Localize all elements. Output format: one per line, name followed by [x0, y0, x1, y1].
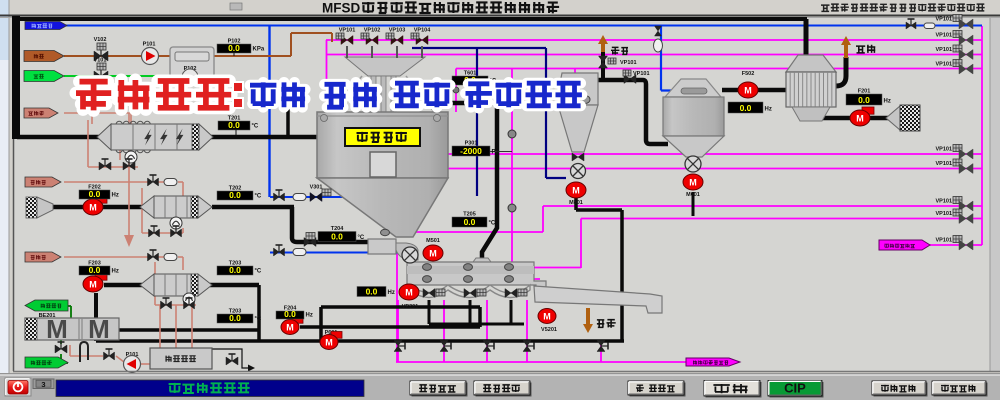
svg-text:VP101: VP101	[935, 33, 952, 39]
svg-text:P301: P301	[465, 141, 478, 147]
svg-text:M: M	[429, 249, 437, 259]
svg-text:M: M	[89, 280, 97, 290]
svg-text:T204: T204	[331, 226, 344, 232]
svg-text:V101: V101	[94, 58, 107, 64]
svg-text:M: M	[856, 114, 864, 124]
svg-text:0.0: 0.0	[740, 103, 752, 113]
svg-text:°C: °C	[489, 221, 496, 227]
svg-text:M: M	[689, 178, 697, 188]
svg-text:0.0: 0.0	[228, 43, 240, 53]
svg-text:Hz: Hz	[112, 269, 119, 275]
svg-text:0.0: 0.0	[858, 95, 870, 105]
svg-text:T201: T201	[228, 116, 241, 122]
svg-text:P102: P102	[228, 39, 241, 45]
svg-text:VP103: VP103	[389, 28, 406, 34]
svg-text:°C: °C	[358, 235, 365, 241]
svg-text:CIP: CIP	[784, 380, 806, 395]
svg-text:°C: °C	[255, 269, 262, 275]
svg-text:VP101: VP101	[339, 28, 356, 34]
svg-text:M801: M801	[569, 200, 583, 206]
svg-text:VP201: VP201	[402, 304, 419, 310]
svg-text:V301: V301	[310, 185, 323, 191]
svg-text:0.0: 0.0	[89, 265, 101, 275]
svg-text:M: M	[405, 288, 413, 298]
svg-text:F204: F204	[284, 306, 297, 312]
svg-text:Hz: Hz	[388, 290, 395, 296]
svg-text:VP101: VP101	[935, 147, 952, 153]
svg-text:F201: F201	[858, 89, 871, 95]
svg-text:Hz: Hz	[306, 313, 313, 319]
svg-text:T205: T205	[463, 212, 476, 218]
svg-text:Hz: Hz	[765, 107, 772, 113]
svg-text:MFSD: MFSD	[322, 1, 360, 16]
svg-text:M: M	[744, 86, 752, 96]
svg-text:M: M	[325, 338, 333, 348]
svg-text:0.0: 0.0	[366, 287, 378, 297]
svg-text:VP101: VP101	[935, 211, 952, 217]
svg-text:0.0: 0.0	[229, 190, 241, 200]
svg-text:VP101: VP101	[620, 60, 637, 66]
svg-text:0.0: 0.0	[228, 120, 240, 130]
svg-text:V102: V102	[94, 37, 107, 43]
svg-text:Hz: Hz	[112, 193, 119, 199]
svg-text:F203: F203	[88, 261, 101, 267]
svg-text:0.0: 0.0	[229, 313, 241, 323]
svg-text:VP102: VP102	[364, 28, 381, 34]
svg-text:VP101: VP101	[935, 199, 952, 205]
svg-text:0.0: 0.0	[229, 265, 241, 275]
svg-text:0.0: 0.0	[464, 217, 476, 227]
svg-text:°C: °C	[255, 194, 262, 200]
svg-text:°C: °C	[255, 317, 262, 323]
svg-text:3: 3	[41, 380, 45, 389]
svg-text:VP101: VP101	[935, 47, 952, 53]
svg-text:°C: °C	[252, 124, 259, 130]
svg-text:M601: M601	[686, 192, 700, 198]
svg-text:VP101: VP101	[935, 62, 952, 68]
svg-text:KPa: KPa	[253, 47, 265, 53]
svg-text:-2000: -2000	[460, 146, 482, 156]
svg-text:T203: T203	[229, 261, 242, 267]
svg-text:0.0: 0.0	[89, 189, 101, 199]
svg-text:F502: F502	[742, 71, 755, 77]
svg-text:P101: P101	[143, 42, 156, 48]
svg-text:VP104: VP104	[414, 28, 431, 34]
svg-text:M501: M501	[426, 238, 440, 244]
svg-text:F202: F202	[88, 185, 101, 191]
svg-text:T601: T601	[464, 71, 477, 77]
svg-text:M: M	[46, 314, 68, 344]
svg-text:M: M	[88, 314, 110, 344]
svg-text:0.0: 0.0	[284, 309, 296, 319]
svg-text:VP101: VP101	[935, 17, 952, 23]
svg-text:V5201: V5201	[541, 327, 557, 333]
svg-text:M: M	[543, 312, 551, 322]
svg-text:Hz: Hz	[884, 99, 891, 105]
svg-text:M: M	[572, 186, 580, 196]
svg-text:T203: T203	[229, 309, 242, 315]
svg-text:VP101: VP101	[935, 238, 952, 244]
svg-text:VP101: VP101	[633, 71, 650, 77]
svg-text:M: M	[286, 323, 294, 333]
svg-text:0.0: 0.0	[331, 232, 343, 242]
svg-text:M: M	[89, 203, 97, 213]
svg-text:T202: T202	[229, 186, 242, 192]
svg-text:BE201: BE201	[39, 313, 56, 319]
svg-text:Pa: Pa	[492, 150, 500, 156]
svg-text:VP101: VP101	[935, 161, 952, 167]
